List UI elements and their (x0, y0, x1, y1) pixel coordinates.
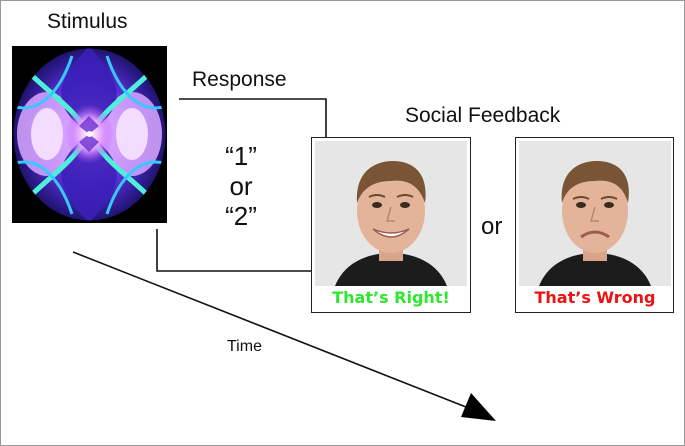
choice-two: “2” (225, 201, 257, 231)
response-title: Response (192, 68, 287, 91)
time-arrow-head (461, 393, 496, 421)
time-arrow-line (72, 251, 472, 410)
frowning-face-photo (519, 141, 671, 286)
feedback-negative-panel: That’s Wrong (515, 137, 674, 313)
or-separator: or (481, 213, 503, 240)
choice-one: “1” (225, 141, 257, 171)
stimulus-image (12, 46, 167, 223)
response-connector-bottom (156, 229, 311, 272)
stimulus-title: Stimulus (47, 10, 128, 33)
response-choices: “1” or “2” (206, 141, 276, 231)
response-connector-top (179, 98, 327, 137)
caption-thats-right: That’s Right! (332, 288, 450, 307)
feedback-positive-panel: That’s Right! (311, 137, 471, 313)
social-feedback-title: Social Feedback (405, 104, 561, 127)
time-label: Time (227, 338, 262, 355)
choice-or: or (229, 171, 253, 201)
caption-thats-wrong: That’s Wrong (534, 288, 656, 307)
smiling-face-photo (315, 141, 467, 286)
